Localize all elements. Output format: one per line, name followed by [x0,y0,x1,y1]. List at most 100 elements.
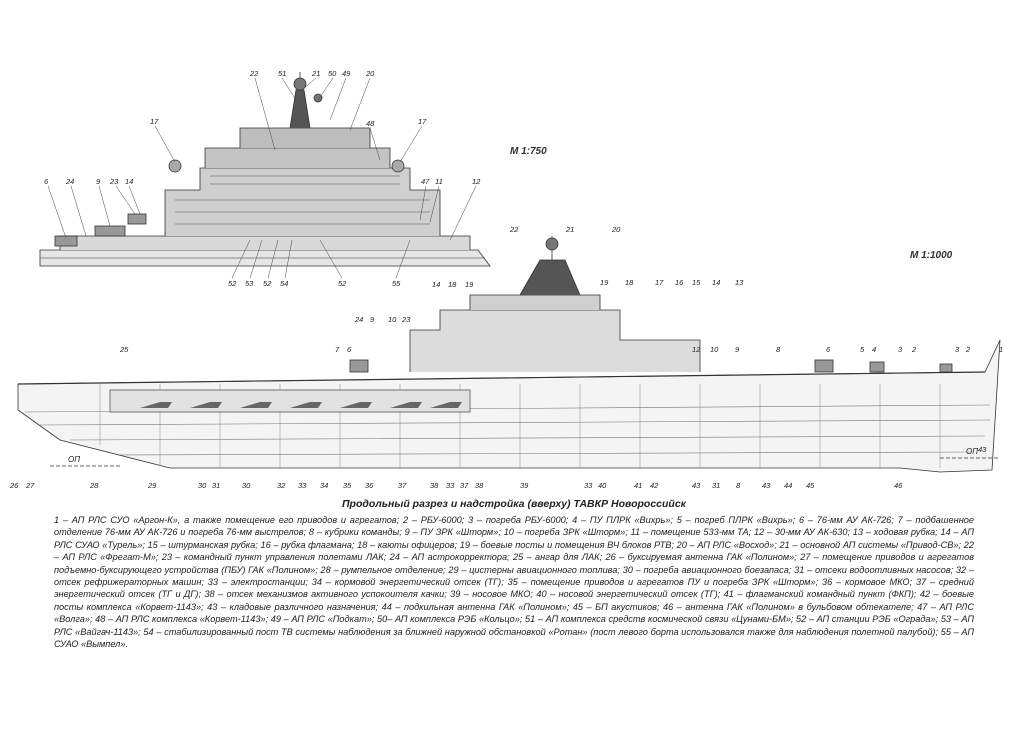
superstructure-view [39,72,491,279]
callout: 14 [125,177,133,186]
callout: 46 [894,481,903,490]
callout: 1 [999,345,1003,354]
callout: 15 [692,278,701,287]
callout: 18 [448,280,457,289]
callout: 23 [109,177,119,186]
callout: 12 [692,345,701,354]
callout: 34 [320,481,328,490]
callout: 10 [388,315,397,324]
callout: 55 [392,279,401,288]
callout: 2 [965,345,971,354]
callout: 43 [978,445,987,454]
scale-upper: М 1:750 [510,146,547,157]
callout: 20 [611,225,621,234]
waterline-label-fore: ОП [966,447,978,456]
callout: 16 [675,278,684,287]
callout: 28 [89,481,99,490]
callout: 31 [712,481,720,490]
callout: 37 [398,481,407,490]
callout: 9 [96,177,101,186]
callout: 25 [119,345,129,354]
callout: 49 [342,69,351,78]
section-callouts-bottom: 26 27 28 29 30 31 30 32 33 34 35 36 37 38 33 37 38 39 33 40… [9,445,987,490]
callout: 52 [228,279,237,288]
callout: 14 [432,280,440,289]
callout: 8 [776,345,781,354]
callout: 27 [25,481,35,490]
scale-lower: М 1:1000 [910,250,953,261]
callout: 47 [421,177,430,186]
callout: 3 [898,345,903,354]
callout: 7 [335,345,340,354]
callout: 14 [712,278,720,287]
callout: 43 [692,481,701,490]
caption-title: Продольный разрез и надстройка (вверху) … [54,498,974,510]
callout: 54 [280,279,288,288]
superstructure-callouts: 22 51 21 50 49 20 17 48 17 6 24 9 23 14 … [44,69,481,288]
waterline-label-aft: ОП [68,455,80,464]
callout: 35 [343,481,352,490]
callout: 48 [366,119,375,128]
callout: 30 [198,481,207,490]
callout: 44 [784,481,792,490]
callout: 36 [365,481,374,490]
callout: 8 [736,481,741,490]
callout: 19 [465,280,474,289]
callout: 3 [955,345,960,354]
callout: 33 [584,481,593,490]
callout: 29 [147,481,157,490]
callout: 39 [520,481,529,490]
callout: 23 [401,315,411,324]
callout: 18 [625,278,634,287]
callout: 19 [600,278,609,287]
callout: 40 [598,481,607,490]
callout: 50 [328,69,337,78]
callout: 22 [249,69,259,78]
callout: 2 [911,345,917,354]
callout: 42 [650,481,659,490]
callout: 30 [242,481,251,490]
callout: 43 [762,481,771,490]
callout: 26 [9,481,19,490]
callout: 38 [475,481,484,490]
callout: 52 [338,279,347,288]
callout: 17 [655,278,664,287]
callout: 10 [710,345,719,354]
callout: 17 [150,117,159,126]
callout: 6 [826,345,831,354]
callout: 11 [435,177,443,186]
callout: 24 [65,177,74,186]
callout: 53 [245,279,254,288]
ship-drawing: 22 51 21 50 49 20 17 48 17 6 24 9 23 14 … [9,69,1003,490]
callout: 52 [263,279,272,288]
callout: 41 [634,481,642,490]
callout: 20 [365,69,375,78]
longitudinal-section [17,236,1001,473]
callout: 21 [311,69,320,78]
callout: 38 [430,481,439,490]
caption-title-ship: Новороссийск [611,498,687,510]
callout: 22 [509,225,519,234]
callout: 45 [806,481,815,490]
callout: 9 [735,345,740,354]
callout: 33 [298,481,307,490]
caption-title-prefix: Продольный разрез и надстройка (вверху) … [341,498,612,510]
callout: 6 [347,345,352,354]
callout: 9 [370,315,375,324]
callout: 6 [44,177,49,186]
callout: 31 [212,481,220,490]
callout: 13 [735,278,744,287]
callout: 33 [446,481,455,490]
callout: 17 [418,117,427,126]
legend-text: 1 – АП РЛС СУО «Аргон-К», а также помеще… [54,515,974,650]
callout: 21 [565,225,574,234]
callout: 51 [278,69,286,78]
callout: 24 [354,315,363,324]
callout: 4 [872,345,876,354]
caption: Продольный разрез и надстройка (вверху) … [54,498,974,650]
callout: 5 [860,345,865,354]
callout: 32 [277,481,286,490]
callout: 12 [472,177,481,186]
callout: 37 [460,481,469,490]
